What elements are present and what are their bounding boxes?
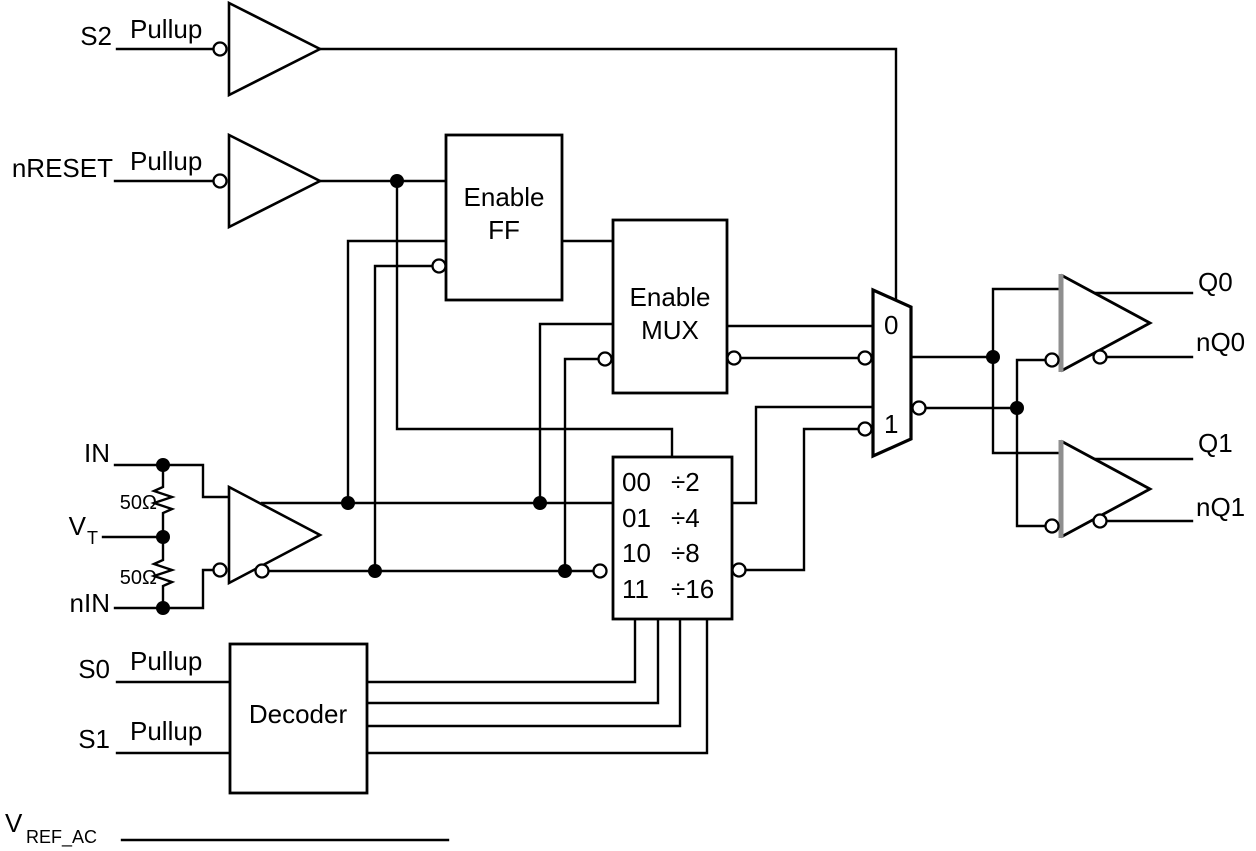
wire-mux-out [909, 287, 1063, 455]
q0-buffer-inverted-output-bubble [1092, 349, 1108, 365]
q1-buffer-body [1061, 441, 1150, 537]
divider-row-code: 11 [622, 574, 649, 604]
enable-ff-label-line2: FF [488, 215, 520, 245]
output-mux [871, 287, 913, 459]
junction-dot [156, 601, 170, 615]
q1-buffer-outline [1060, 439, 1153, 539]
junction-dot [368, 564, 382, 578]
enable-mux-inverted-input-bubble [597, 351, 613, 367]
s1-pullup-label: Pullup [130, 716, 202, 746]
wire-mux-out-n [925, 358, 1047, 528]
divider-row-ratio: ÷16 [671, 574, 714, 604]
nq0-label: nQ0 [1196, 327, 1245, 357]
junction-dot [156, 530, 170, 544]
junction-dot [1010, 401, 1024, 415]
mux-input1-label: 1 [884, 409, 898, 439]
mux-inverted-input1-bubble [857, 421, 873, 437]
s2-input-buffer [227, 0, 323, 98]
enable-ff-inverted-input-bubble [431, 258, 447, 274]
junction-dot [558, 564, 572, 578]
divider-inverted-input-bubble [592, 563, 608, 579]
s0-pullup-label: Pullup [130, 646, 202, 676]
wire-s2-net [115, 47, 898, 301]
divider-row-ratio: ÷4 [671, 503, 700, 533]
q1-label: Q1 [1198, 428, 1233, 458]
resistor-top-label: 50Ω [120, 492, 157, 514]
enable-mux-block [611, 218, 729, 395]
enable-ff-label-line1: Enable [464, 182, 545, 212]
nin-input-bubble [212, 562, 228, 578]
vt-subscript: T [87, 528, 98, 548]
divider-inverted-output-bubble [731, 562, 747, 578]
junction-dot [341, 496, 355, 510]
vt-label: V [69, 511, 87, 541]
junction-dot [986, 350, 1000, 364]
q1-output-buffer [1058, 439, 1153, 539]
junction-dot [533, 496, 547, 510]
enable-mux-label-line1: Enable [630, 282, 711, 312]
wire-divider-out [730, 405, 875, 505]
junction-dot [390, 174, 404, 188]
decoder-block [228, 642, 369, 795]
clock-input-buffer [227, 484, 323, 586]
mux-input0-label: 0 [884, 310, 898, 340]
q0-buffer-inverted-input-bubble [1044, 352, 1060, 368]
nreset-input-buffer [227, 132, 323, 230]
wire-in-rail [260, 239, 615, 505]
wire-nin-rail [267, 264, 600, 573]
enable-mux-inverted-output-bubble [726, 350, 742, 366]
mux-inverted-input0-bubble [857, 350, 873, 366]
in-label: IN [84, 438, 110, 468]
decoder-label: Decoder [249, 699, 348, 729]
divider-row-ratio: ÷8 [671, 538, 700, 568]
q0-buffer-outline [1060, 273, 1153, 373]
nreset-label: nRESET [12, 153, 113, 183]
divider-row-code: 00 [622, 467, 651, 497]
nin-label: nIN [70, 588, 110, 618]
q1-buffer-inverted-input-bubble [1044, 518, 1060, 534]
resistor-bottom-label: 50Ω [120, 567, 157, 589]
wire-nreset-net [113, 179, 674, 459]
mux-inverted-output-bubble [911, 400, 927, 416]
vref-ac-subscript: REF_AC [26, 827, 97, 848]
enable-mux-label-line2: MUX [641, 315, 699, 345]
wire-decoder-to-divider [365, 617, 709, 755]
clock-buffer-inverted-output-bubble [254, 563, 270, 579]
s2-pullup-label: Pullup [130, 14, 202, 44]
divider-row-code: 10 [622, 538, 651, 568]
divider-row-ratio: ÷2 [671, 467, 700, 497]
nq1-label: nQ1 [1196, 492, 1245, 522]
q0-label: Q0 [1198, 267, 1233, 297]
s0-label: S0 [78, 654, 110, 684]
nreset-pullup-label: Pullup [130, 146, 202, 176]
nreset-input-bubble [212, 173, 228, 189]
q0-buffer-body [1061, 275, 1150, 371]
s2-label: S2 [80, 21, 112, 51]
s1-label: S1 [78, 724, 110, 754]
q1-buffer-inverted-output-bubble [1092, 513, 1108, 529]
enable-ff-block [444, 133, 564, 302]
wire-divider-out-n [744, 427, 860, 572]
q0-output-buffer [1058, 273, 1153, 373]
s2-input-bubble [212, 41, 228, 57]
junction-dot [156, 458, 170, 472]
divider-row-code: 01 [622, 503, 651, 533]
divider-ratio-block [611, 455, 734, 621]
vref-ac-label: V [5, 808, 23, 838]
